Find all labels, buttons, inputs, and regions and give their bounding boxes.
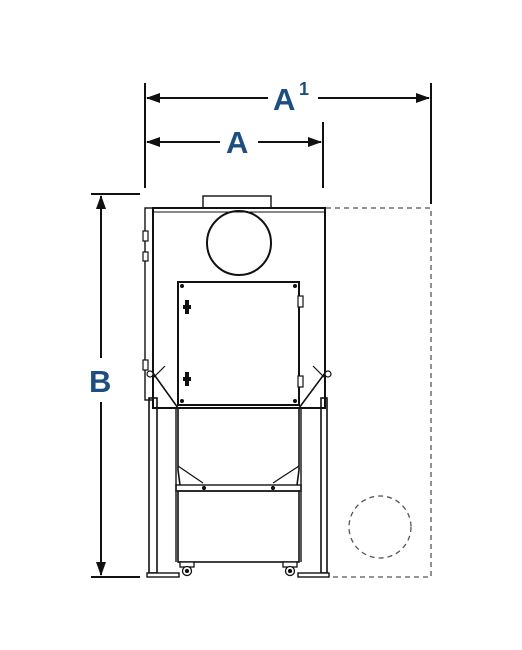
rail-bolt-left — [201, 485, 207, 491]
leg-right-outer — [320, 397, 328, 574]
hopper-inner-left — [177, 465, 204, 484]
access-door — [177, 281, 300, 406]
hinge-bottom — [142, 359, 149, 371]
door-latch-top — [183, 300, 191, 314]
dust-collector-unit — [142, 195, 332, 578]
hinge-middle — [142, 251, 149, 262]
drawer-rail — [175, 484, 302, 492]
door-bolt-bottom-right — [293, 399, 297, 403]
collection-drawer — [177, 490, 300, 563]
door-hinge-bottom — [297, 375, 304, 388]
leg-brace-left — [152, 365, 166, 379]
door-bolt-bottom-left — [180, 399, 184, 403]
door-bolt-top-right — [293, 284, 297, 288]
top-outlet-plate — [202, 195, 272, 209]
dimension-a-label: A — [226, 125, 248, 160]
caster-left — [179, 561, 195, 577]
hopper-inner-right — [272, 465, 300, 484]
leg-bolt-left — [146, 370, 154, 378]
inlet-opening — [206, 210, 272, 276]
leg-bolt-right — [324, 370, 332, 378]
dimension-lines — [91, 83, 432, 578]
door-hinge-top — [297, 295, 304, 308]
foot-left — [146, 572, 180, 578]
dimension-b-label: B — [89, 364, 111, 399]
door-bolt-top-left — [180, 284, 184, 288]
leg-brace-right — [312, 365, 326, 379]
dimension-a1-superscript: 1 — [299, 79, 309, 99]
caster-right — [282, 561, 298, 577]
rail-bolt-right — [270, 485, 276, 491]
foot-right — [297, 572, 330, 578]
hopper-right-wall — [296, 372, 326, 486]
door-latch-bottom — [183, 372, 191, 386]
clearance-circle — [348, 495, 412, 559]
leg-left-outer — [148, 397, 158, 574]
clearance-rectangle — [326, 207, 432, 578]
hopper-left-wall — [152, 372, 181, 486]
door-swing-clearance-outline — [326, 207, 432, 578]
hinge-top — [142, 230, 149, 242]
dimension-a1-label: A — [273, 82, 295, 117]
